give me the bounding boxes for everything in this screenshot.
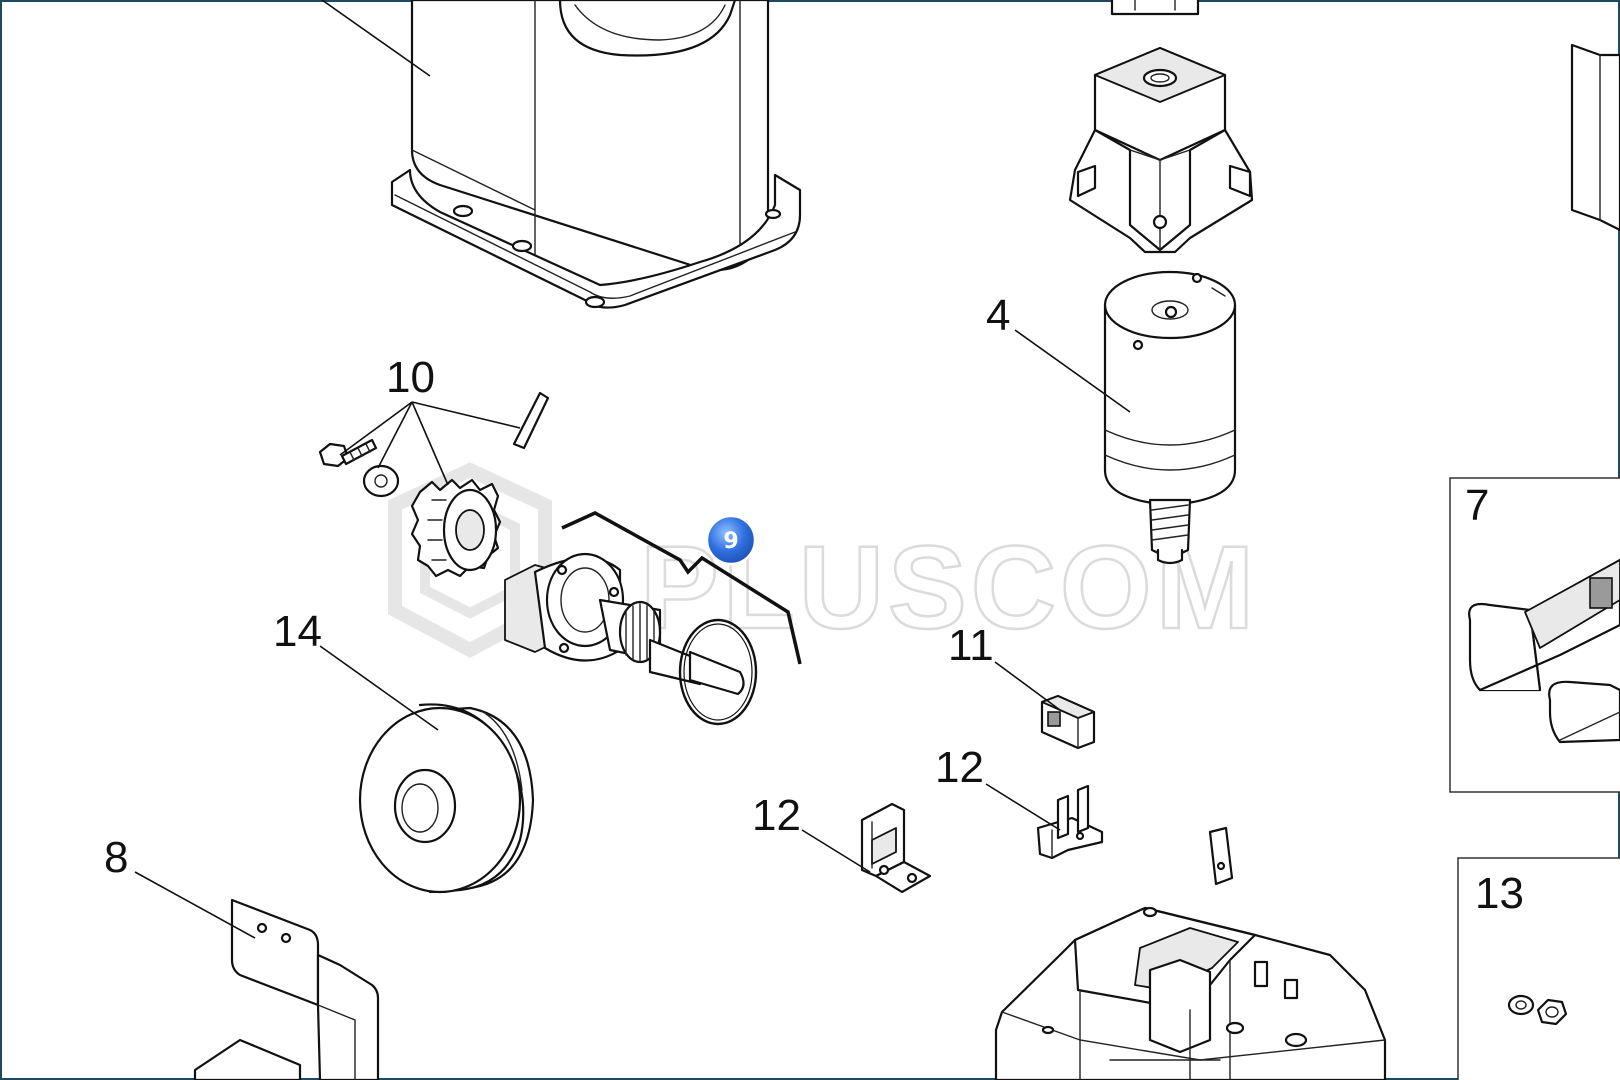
leader-10d: [411, 401, 521, 429]
part-pinion-gear: [410, 478, 502, 578]
hotspot-9-label[interactable]: 9: [723, 529, 738, 554]
leader-8: [134, 871, 256, 939]
part-limit-switch: [1040, 694, 1096, 750]
callout-10: 10: [386, 353, 435, 402]
leader-14: [319, 645, 439, 731]
leader-10b: [377, 401, 413, 469]
part-gearbox-cap: [1068, 46, 1254, 254]
part-magnet-holder-right: [1036, 784, 1104, 860]
callout-12-left: 12: [752, 791, 801, 840]
callout-7: 7: [1465, 481, 1489, 530]
part-key: [512, 391, 550, 450]
leader-11: [994, 661, 1061, 711]
callout-11: 11: [948, 621, 994, 670]
leader-12-left: [801, 829, 871, 873]
part-bolt: [318, 438, 378, 468]
part-right-edge: [1570, 43, 1620, 232]
bracket-9: [561, 511, 802, 665]
callout-14: 14: [273, 607, 322, 656]
hotspot-9[interactable]: 9: [705, 514, 757, 566]
leader-10a: [339, 401, 413, 456]
leader-12-right: [985, 783, 1061, 831]
panel-7: 7: [1449, 477, 1620, 793]
panel-13: 13: [1457, 857, 1620, 1080]
callout-13: 13: [1475, 869, 1524, 918]
leader-10c: [411, 401, 449, 486]
part-washer: [362, 464, 400, 498]
part-top-bracket: [1110, 0, 1200, 16]
part-output-shaft-assembly: [504, 511, 802, 726]
callout-12-right: 12: [935, 743, 984, 792]
leader-cover: [321, 0, 431, 77]
part-mounting-bracket: [193, 898, 380, 1080]
part-magnet-bracket-left: [860, 802, 932, 894]
part-small-plate: [1208, 826, 1234, 886]
part-motor: [1103, 270, 1237, 565]
part-base-housing: [994, 906, 1387, 1080]
callout-8: 8: [104, 833, 128, 882]
leader-4: [1014, 329, 1131, 413]
part-motor-cover: [390, 0, 802, 309]
part-wheel: [358, 703, 535, 894]
callout-4: 4: [986, 291, 1010, 340]
